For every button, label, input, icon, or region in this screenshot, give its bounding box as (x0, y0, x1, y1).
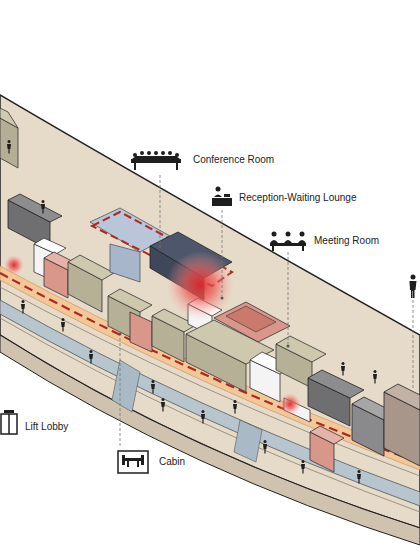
reception-icon (212, 187, 232, 207)
lane-crossing (112, 360, 140, 412)
lane-crossing (234, 420, 262, 462)
room-label: Lift Lobby (24, 421, 69, 433)
room-label: Conference Room (192, 154, 275, 166)
meeting-icon (270, 232, 306, 252)
cabin-icon (118, 451, 148, 473)
slab-edge (0, 335, 420, 545)
room-label: Meeting Room (313, 235, 380, 247)
lift-icon (1, 410, 17, 434)
person-icon (410, 275, 417, 299)
floor-line (0, 318, 420, 512)
conference-icon (131, 151, 181, 170)
room-label: Cabin (158, 456, 186, 468)
service-lane (0, 300, 420, 506)
room-label: Reception-Waiting Lounge (238, 192, 357, 204)
